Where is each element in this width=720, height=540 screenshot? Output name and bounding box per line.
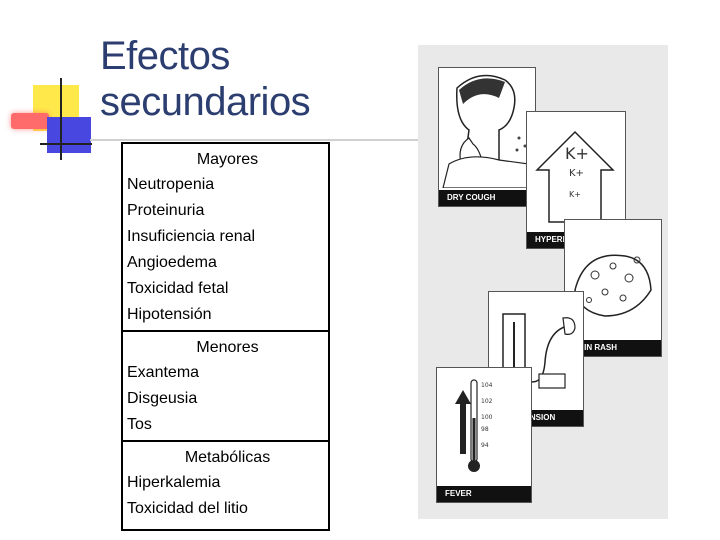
potassium-small-label: K+ <box>569 190 581 199</box>
panel-dry-cough: DRY COUGH <box>438 67 536 207</box>
section-minor: Menores Exantema Disgeusia Tos <box>123 332 328 442</box>
rash-icon <box>574 254 652 317</box>
scale-mark: 94 <box>481 442 489 449</box>
section-heading: Menores <box>196 339 259 356</box>
section-major: Mayores Neutropenia Proteinuria Insufici… <box>123 144 328 332</box>
section-metabolic: Metabólicas Hiperkalemia Toxicidad del l… <box>123 442 328 524</box>
panel-skin-rash: SKIN RASH <box>564 219 662 357</box>
potassium-small-label: K+ <box>569 168 584 179</box>
list-item: Disgeusia <box>127 390 198 407</box>
section-heading: Mayores <box>196 151 259 168</box>
decor-horizontal-line <box>40 143 92 145</box>
label-skin-rash: SKIN RASH <box>565 340 661 356</box>
title-line-2: secundarios <box>100 80 311 124</box>
list-item: Hiperkalemia <box>127 474 221 491</box>
scale-mark: 104 <box>481 382 493 389</box>
panel-hyperkalemia: K+ K+ K+ HYPERKALEMIA <box>526 111 626 249</box>
scale-mark: 100 <box>481 414 493 421</box>
thermometer-icon <box>455 379 480 472</box>
decor-blue-square <box>47 117 91 153</box>
blood-pressure-gauge-icon <box>502 313 576 389</box>
potassium-arrow-icon <box>535 130 615 223</box>
panel-fever: 104 102 100 98 94 FEVER <box>436 367 532 503</box>
list-item: Toxicidad del litio <box>127 500 248 517</box>
decor-red-bar <box>11 113 49 129</box>
list-item: Neutropenia <box>127 176 215 193</box>
list-item: Angioedema <box>127 254 217 271</box>
side-effects-table: Mayores Neutropenia Proteinuria Insufici… <box>121 142 330 531</box>
list-item: Tos <box>127 416 152 433</box>
title-line-1: Efectos <box>100 34 230 78</box>
section-heading: Metabólicas <box>184 449 271 466</box>
scale-mark: 102 <box>481 398 493 405</box>
coughing-person-icon <box>442 74 530 189</box>
list-item: Exantema <box>127 364 200 381</box>
list-item: Hipotensión <box>127 306 212 323</box>
scale-mark: 98 <box>481 426 489 433</box>
slide-title: Efectos secundarios <box>100 33 311 125</box>
side-effects-illustration: DRY COUGH K+ K+ K+ HYPERKALEMIA SKIN RAS… <box>418 45 668 519</box>
list-item: Toxicidad fetal <box>127 280 229 297</box>
title-underline <box>90 139 420 141</box>
label-dry-cough: DRY COUGH <box>439 190 535 206</box>
list-item: Proteinuria <box>127 202 205 219</box>
label-fever: FEVER <box>437 486 531 502</box>
list-item: Insuficiencia renal <box>127 228 256 245</box>
decor-vertical-line <box>60 78 62 160</box>
potassium-large-label: K+ <box>565 144 589 163</box>
